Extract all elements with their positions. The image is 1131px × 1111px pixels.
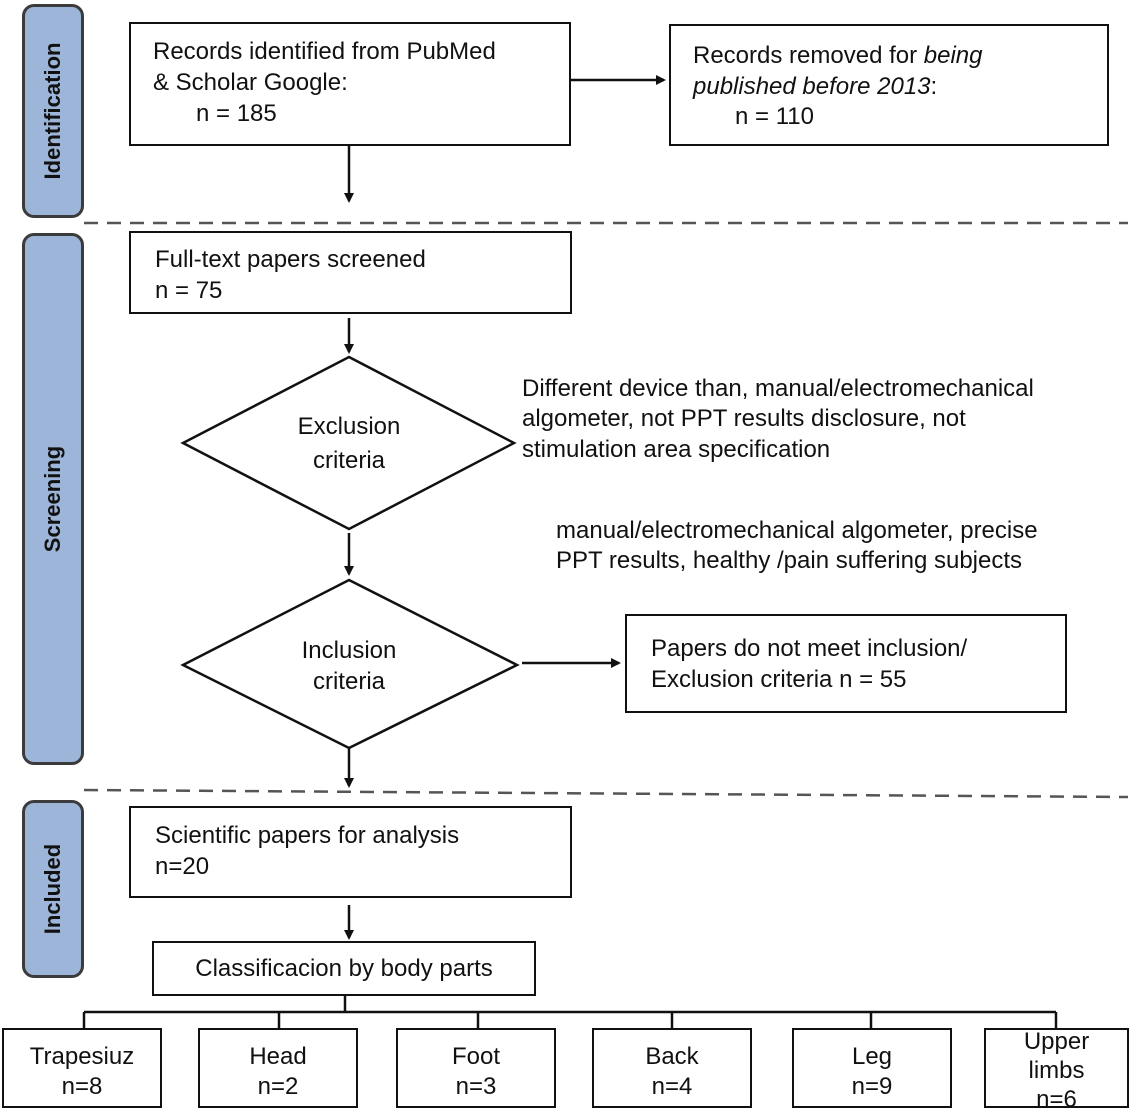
box-text: published before 2013: (693, 73, 938, 100)
classification-box: Classificacion by body parts (152, 941, 536, 996)
inclusion-note: PPT results, healthy /pain suffering sub… (556, 547, 1023, 574)
body-part-name: Foot (451, 1043, 501, 1070)
exclusion-note: stimulation area specification (522, 436, 831, 463)
box-text: Exclusion criteria n = 55 (651, 666, 907, 693)
body-part-count: n=4 (651, 1073, 693, 1100)
record-count: n = 75 (155, 277, 223, 304)
stage-label: Included (40, 843, 65, 935)
box-text: Papers do not meet inclusion/ (651, 635, 968, 662)
body-part-name: Trapesiuz (29, 1043, 135, 1070)
body-part-name: Upper (1023, 1028, 1090, 1055)
included-papers-box: Scientific papers for analysis n=20 (129, 806, 572, 898)
box-text: Classificacion by body parts (195, 955, 493, 982)
record-count: n = 185 (196, 100, 277, 127)
body-part-count: n=2 (257, 1073, 299, 1100)
exclusion-label: criteria (312, 447, 385, 474)
record-count: n=20 (155, 853, 210, 880)
stage-label: Screening (40, 445, 65, 553)
body-part-name: limbs (1028, 1057, 1085, 1084)
excluded-papers-box: Papers do not meet inclusion/ Exclusion … (625, 614, 1067, 713)
stage-screening: Screening (22, 233, 84, 765)
inclusion-label: criteria (312, 668, 385, 695)
body-part-name: Leg (851, 1043, 893, 1070)
body-part-back: Back n=4 (592, 1028, 752, 1108)
body-part-upper-limbs: Upper limbs n=6 (984, 1028, 1129, 1108)
box-text: Scientific papers for analysis (155, 822, 460, 849)
stage-identification: Identification (22, 4, 84, 218)
exclusion-label: Exclusion (297, 413, 401, 440)
body-part-count: n=8 (61, 1073, 103, 1100)
body-part-count: n=9 (851, 1073, 893, 1100)
box-text: Records removed for being (693, 42, 983, 69)
body-part-leg: Leg n=9 (792, 1028, 952, 1108)
box-text: Records identified from PubMed (153, 38, 496, 65)
inclusion-note: manual/electromechanical algometer, prec… (556, 517, 1038, 544)
body-part-name: Head (249, 1043, 307, 1070)
records-identified-box: Records identified from PubMed & Scholar… (129, 22, 571, 146)
record-count: n = 110 (735, 103, 814, 130)
exclusion-note: Different device than, manual/electromec… (522, 375, 1034, 402)
records-removed-box: Records removed for being published befo… (669, 24, 1109, 146)
box-text: Full-text papers screened (155, 246, 426, 273)
body-part-count: n=3 (455, 1073, 497, 1100)
stage-label: Identification (40, 42, 65, 180)
body-part-foot: Foot n=3 (396, 1028, 556, 1108)
body-part-name: Back (645, 1043, 699, 1070)
exclusion-note: algometer, not PPT results disclosure, n… (522, 405, 966, 432)
inclusion-label: Inclusion (301, 637, 397, 664)
separator-line (83, 788, 1129, 799)
body-part-count: n=6 (1036, 1086, 1077, 1108)
exclusion-diamond (180, 355, 517, 531)
stage-included: Included (22, 800, 84, 978)
full-text-box: Full-text papers screened n = 75 (129, 231, 572, 314)
body-part-head: Head n=2 (198, 1028, 358, 1108)
inclusion-diamond (180, 578, 520, 750)
box-text: & Scholar Google: (153, 69, 348, 96)
body-part-trapesiuz: Trapesiuz n=8 (2, 1028, 162, 1108)
